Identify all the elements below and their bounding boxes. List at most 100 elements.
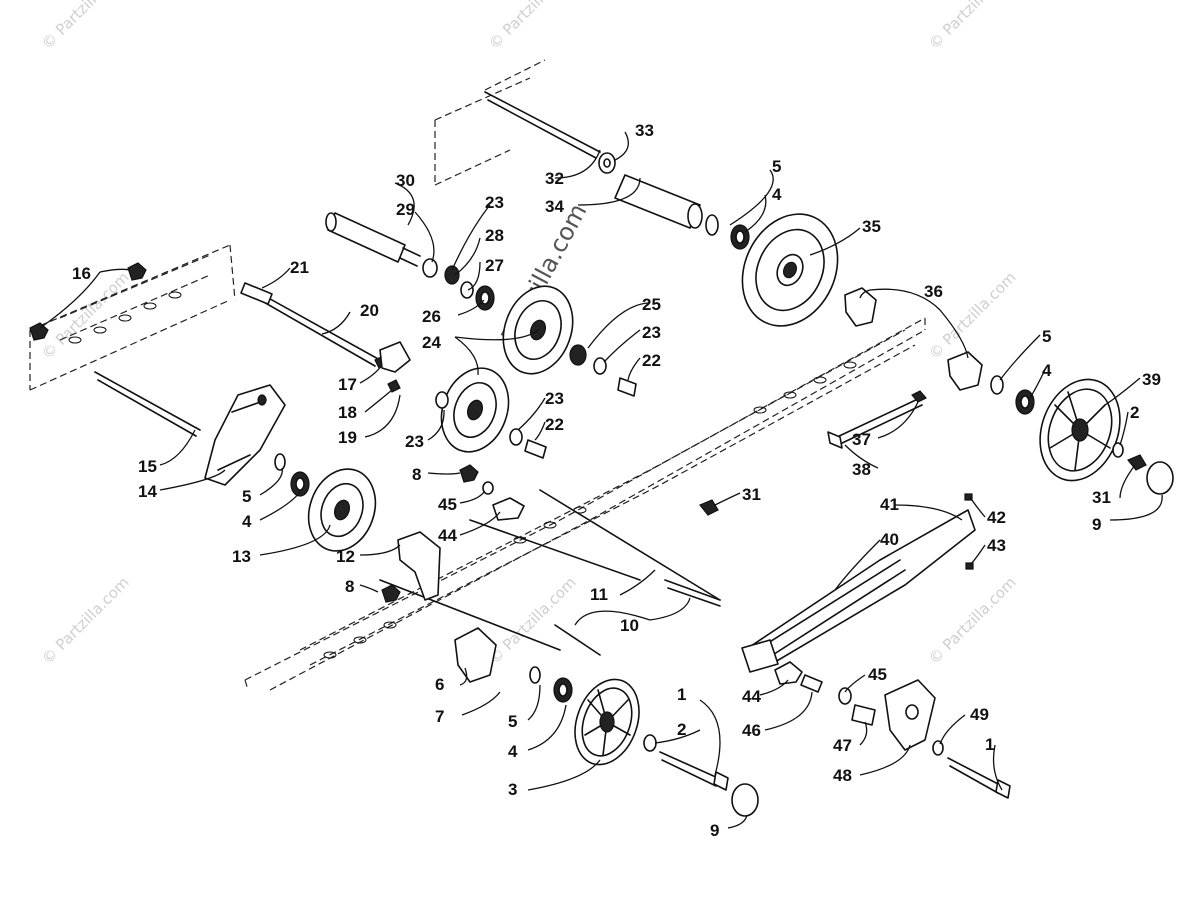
callout-27: 27 (485, 256, 504, 275)
pivot-arm-14 (204, 384, 286, 486)
block-44a (492, 497, 525, 521)
bolt-31b (1127, 454, 1147, 471)
callout-49: 49 (970, 705, 989, 724)
shaft-15 (94, 371, 201, 437)
callout-31: 31 (742, 485, 761, 504)
shafts (94, 91, 1011, 799)
callouts: 33 32 34 5 4 35 30 29 23 28 27 26 21 20 … (72, 121, 1161, 840)
callout-15: 15 (138, 457, 157, 476)
callout-14: 14 (138, 482, 157, 501)
nut-8a (459, 464, 479, 483)
spacer-47 (851, 704, 876, 726)
callout-31: 31 (1092, 488, 1111, 507)
callout-39: 39 (1142, 370, 1161, 389)
rail-holes (68, 291, 857, 659)
callout-25: 25 (642, 295, 661, 314)
wheel-3 (574, 678, 640, 766)
callout-12: 12 (336, 547, 355, 566)
washer-45a (482, 481, 494, 495)
callout-16: 16 (72, 264, 91, 283)
wheel-39 (1039, 378, 1121, 482)
washer-23c (509, 428, 523, 446)
callout-5: 5 (1042, 327, 1051, 346)
callout-42: 42 (987, 508, 1006, 527)
callout-4: 4 (508, 742, 518, 761)
callout-2: 2 (1130, 403, 1139, 422)
washer-29 (422, 258, 438, 278)
bolt-31a (699, 499, 719, 516)
cap-9-right (1146, 461, 1174, 495)
wheel-24-lower (440, 367, 510, 453)
bracket-6 (454, 627, 497, 683)
callout-6: 6 (435, 675, 444, 694)
callout-43: 43 (987, 536, 1006, 555)
callout-4: 4 (772, 185, 782, 204)
callout-23: 23 (405, 432, 424, 451)
callout-1: 1 (677, 685, 686, 704)
nut-37 (911, 390, 927, 403)
callout-1: 1 (985, 735, 994, 754)
bearing-25 (569, 344, 587, 366)
callout-9: 9 (1092, 515, 1101, 534)
cap-9 (731, 783, 759, 817)
callout-5: 5 (508, 712, 517, 731)
callout-5: 5 (242, 487, 251, 506)
callout-29: 29 (396, 200, 415, 219)
bolt-10 (554, 579, 721, 656)
brackets (204, 287, 983, 751)
callout-17: 17 (338, 375, 357, 394)
callout-2: 2 (677, 720, 686, 739)
leader-lines (39, 131, 1163, 829)
hub-36a (844, 287, 877, 327)
washer-2 (643, 734, 657, 752)
callout-10: 10 (620, 616, 639, 635)
callout-32: 32 (545, 169, 564, 188)
callout-38: 38 (852, 460, 871, 479)
snap-ring-5a (274, 453, 286, 471)
bolt-1 (659, 751, 719, 787)
callout-33: 33 (635, 121, 654, 140)
wheel-35 (741, 213, 839, 327)
spacer-22b (524, 439, 547, 459)
spacer-30 (327, 212, 406, 263)
watermark: © Partzilla.com (925, 573, 1020, 668)
spacer-22a (617, 377, 637, 397)
callout-24: 24 (422, 333, 441, 352)
callout-20: 20 (360, 301, 379, 320)
arm-17 (379, 341, 411, 373)
callout-26: 26 (422, 307, 441, 326)
callout-47: 47 (833, 736, 852, 755)
callout-8: 8 (345, 577, 354, 596)
callout-21: 21 (290, 258, 309, 277)
snap-ring-5b (529, 666, 541, 684)
spacer-tube-34 (614, 174, 701, 229)
set-screw-18 (387, 379, 401, 393)
nut-43 (965, 562, 974, 570)
watermark: © Partzilla.com (485, 0, 580, 53)
washer-23b (435, 391, 449, 409)
washer-2-right (1112, 442, 1124, 458)
wheel-13 (307, 468, 377, 552)
callout-46: 46 (742, 721, 761, 740)
callout-48: 48 (833, 766, 852, 785)
hub-36b (947, 351, 983, 391)
callout-3: 3 (508, 780, 517, 799)
callout-7: 7 (435, 707, 444, 726)
washer-49 (932, 740, 944, 756)
callout-13: 13 (232, 547, 251, 566)
callout-36: 36 (924, 282, 943, 301)
nut-8b (381, 584, 401, 603)
small-parts (29, 152, 1174, 817)
callout-19: 19 (338, 428, 357, 447)
watermark: © Partzilla.com (485, 573, 580, 668)
washer-23a (593, 357, 607, 375)
watermark: © Partzilla.com (38, 0, 133, 53)
callout-23: 23 (545, 389, 564, 408)
snap-ring-27 (460, 281, 474, 299)
snap-ring-5-right (990, 375, 1004, 395)
callout-22: 22 (545, 415, 564, 434)
snap-ring-5-top (705, 214, 719, 236)
callout-30: 30 (396, 171, 415, 190)
callout-8: 8 (412, 465, 421, 484)
callout-23: 23 (485, 193, 504, 212)
